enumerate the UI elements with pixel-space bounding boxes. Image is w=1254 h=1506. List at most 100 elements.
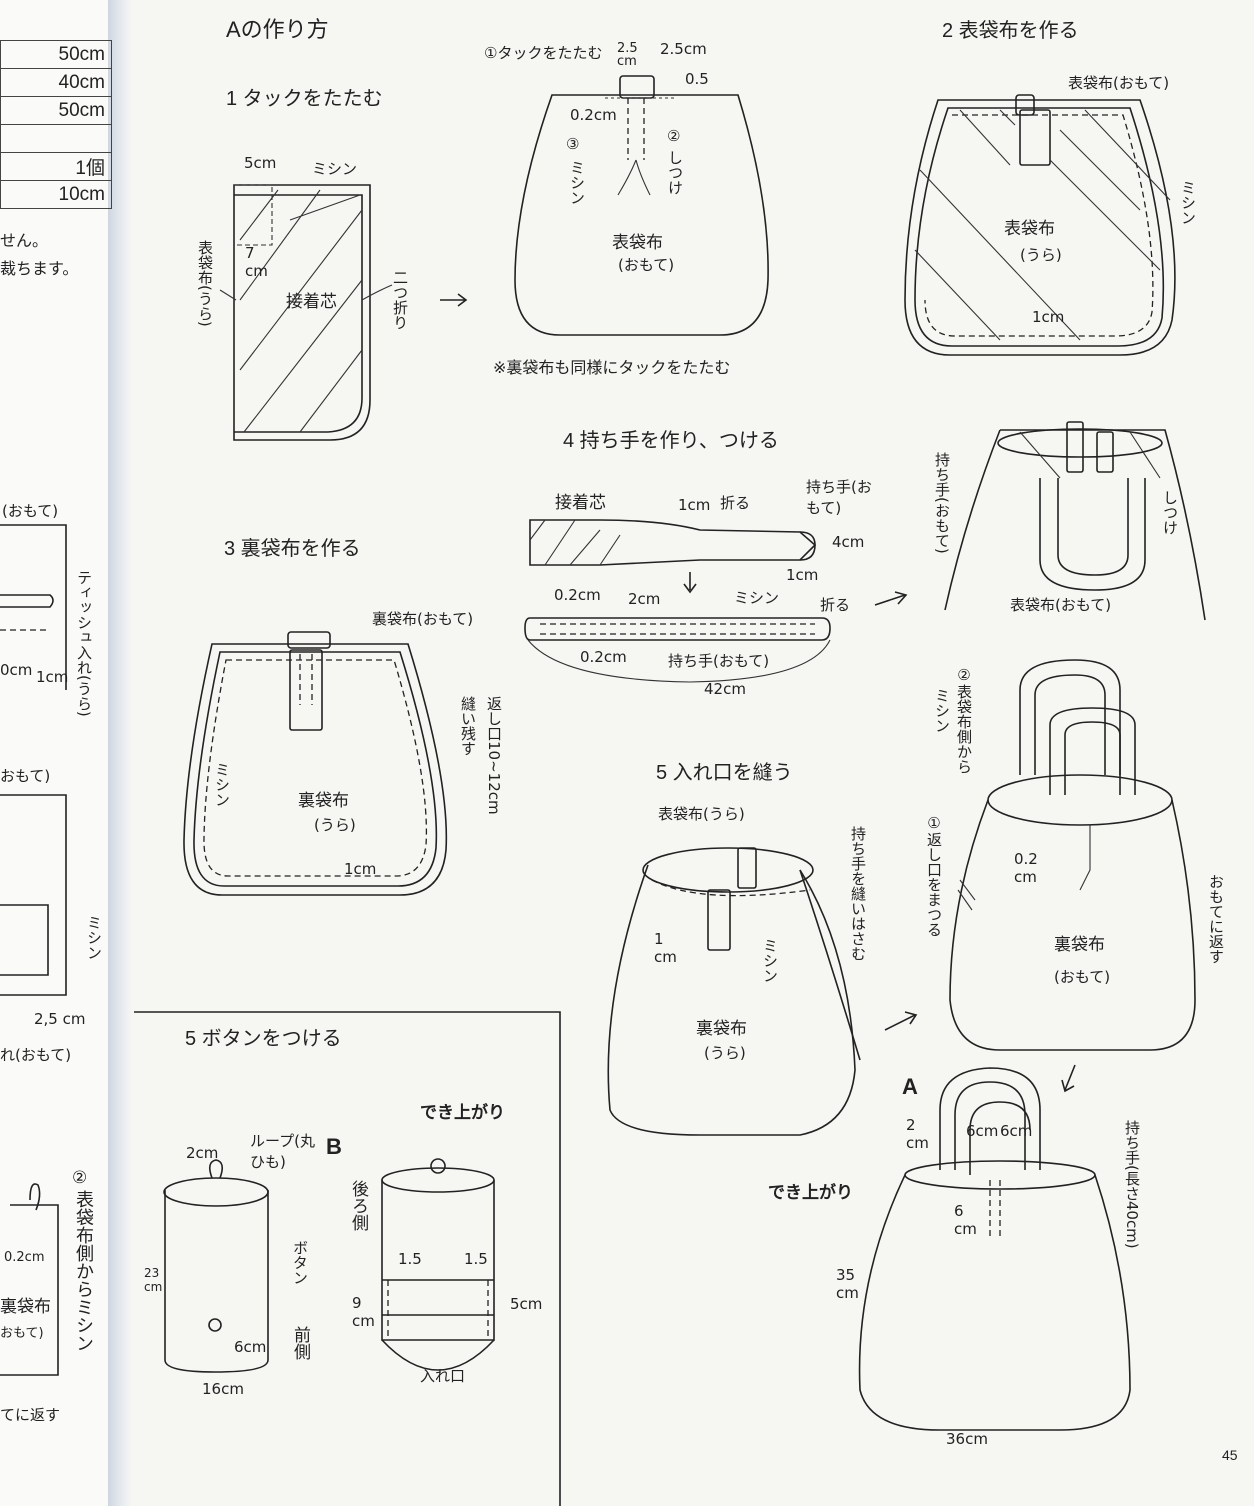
- label: 表袋布(うら): [196, 240, 214, 327]
- label: (うら): [314, 816, 356, 834]
- step4-strap: [524, 519, 831, 683]
- label: (おもて): [1054, 968, 1111, 986]
- label: ループ(丸ひも): [250, 1132, 315, 1171]
- arrow-icon: [874, 591, 908, 606]
- label: 0.2 cm: [1014, 850, 1038, 886]
- label: 1.5: [464, 1250, 488, 1268]
- step5a-finished-bag: [949, 659, 1196, 1051]
- left-text: れ(おもて): [0, 1046, 72, 1064]
- label: 2cm: [186, 1144, 219, 1162]
- label: ミシン: [1179, 180, 1197, 225]
- step4-bag: [944, 421, 1206, 621]
- label: 0.5: [685, 70, 709, 88]
- finished-bag-a: [858, 1067, 1131, 1431]
- label: 36cm: [946, 1430, 988, 1448]
- label: 5cm: [510, 1295, 543, 1313]
- label: 6 cm: [954, 1202, 977, 1238]
- step5b-frame: [134, 1011, 561, 1506]
- page-number: 45: [1222, 1447, 1238, 1463]
- label: 持ち手(長さ40cm): [1123, 1120, 1141, 1249]
- label: 折る: [820, 596, 851, 614]
- label: 裏袋布: [696, 1019, 747, 1039]
- left-text: 裁ちます。: [0, 259, 79, 278]
- tissue-holder-front: [163, 1159, 269, 1373]
- label: 5cm: [244, 154, 277, 172]
- label: 9 cm: [352, 1294, 375, 1330]
- dekiagari-label: でき上がり: [420, 1103, 505, 1122]
- table-cell: 50cm: [0, 40, 112, 69]
- label: ミシン: [312, 160, 358, 178]
- label: 1cm: [1032, 308, 1065, 326]
- label: 後ろ側: [348, 1180, 368, 1231]
- label: (おもて): [618, 256, 675, 274]
- label: 1cm: [344, 860, 377, 878]
- left-text: おもて): [0, 767, 51, 785]
- step5a-heading: 5 入れ口を縫う: [656, 762, 793, 784]
- arrow-icon: [440, 293, 468, 307]
- step2-bag: [904, 94, 1176, 356]
- left-text: ティッシュ入れ(うら): [75, 570, 93, 717]
- label: 0.2cm: [580, 648, 627, 666]
- label: 表袋布(うら): [658, 805, 745, 823]
- left-page-drawings: [0, 524, 67, 1376]
- left-text: ②: [72, 1168, 88, 1188]
- label: 裏袋布: [1054, 935, 1105, 955]
- arrow-icon: [884, 1011, 918, 1031]
- label: 6cm: [966, 1122, 999, 1140]
- label: 持ち手を縫いはさむ: [849, 826, 867, 961]
- page-title: Aの作り方: [226, 17, 329, 42]
- label: 裏袋布: [298, 791, 349, 811]
- left-text: ミシン: [85, 915, 103, 960]
- label: 持ち手(おもて): [668, 652, 770, 670]
- left-text: 表袋布側からミシン: [73, 1190, 94, 1352]
- table-cell: 10cm: [0, 180, 112, 209]
- arrow-icon: [1061, 1064, 1076, 1093]
- label: ミシン: [761, 938, 779, 983]
- label: 入れ口: [420, 1367, 466, 1385]
- a-label: A: [902, 1074, 918, 1099]
- label: ③: [566, 135, 580, 153]
- label: しつけ: [1161, 490, 1179, 535]
- label: 2 cm: [906, 1116, 929, 1152]
- label: ②表袋布側から: [955, 666, 973, 774]
- left-text: (おもて): [2, 502, 59, 520]
- label: 持ち手(おもて): [933, 452, 951, 554]
- step1-panel: [219, 184, 393, 441]
- label: 4cm: [832, 533, 865, 551]
- left-text: おもて): [0, 1326, 44, 1341]
- label: ミシン: [568, 160, 586, 205]
- label: 表袋布: [1004, 219, 1055, 239]
- label: 表袋布: [612, 233, 663, 253]
- label: 0.2cm: [570, 106, 617, 124]
- materials-table: 50cm 40cm 50cm 1個 10cm: [0, 40, 112, 209]
- label: 1cm: [678, 496, 711, 514]
- label: 接着芯: [555, 493, 606, 513]
- label: 23 cm: [144, 1266, 163, 1294]
- step4-heading: 4 持ち手を作り、つける: [563, 430, 779, 452]
- step5b-heading: 5 ボタンをつける: [185, 1028, 342, 1050]
- page-gutter: [108, 0, 132, 1506]
- label: 0.2cm: [554, 586, 601, 604]
- label: 1.5: [398, 1250, 422, 1268]
- left-page: [0, 0, 110, 1506]
- label: 前側: [290, 1326, 310, 1360]
- label: 1cm: [786, 566, 819, 584]
- label: しつけ: [666, 150, 684, 195]
- label: 裏袋布(おもて): [372, 610, 474, 628]
- label: 6cm: [234, 1338, 267, 1356]
- table-cell: 50cm: [0, 96, 112, 125]
- label: 42cm: [704, 680, 746, 698]
- tissue-holder-back: [381, 1158, 495, 1371]
- label: おもてに返す: [1207, 874, 1225, 964]
- label: (うら): [704, 1044, 746, 1062]
- label: 表袋布(おもて): [1068, 74, 1170, 92]
- label: ミシン: [734, 589, 780, 607]
- label: ボタン: [291, 1240, 309, 1285]
- label: 返し口10~12cm: [485, 696, 503, 815]
- label: 折る: [720, 494, 751, 512]
- label: ②: [667, 127, 681, 145]
- label: 持ち手(おもて): [806, 478, 872, 517]
- label: ①返し口をまつる: [925, 814, 943, 937]
- left-text: てに返す: [0, 1406, 61, 1424]
